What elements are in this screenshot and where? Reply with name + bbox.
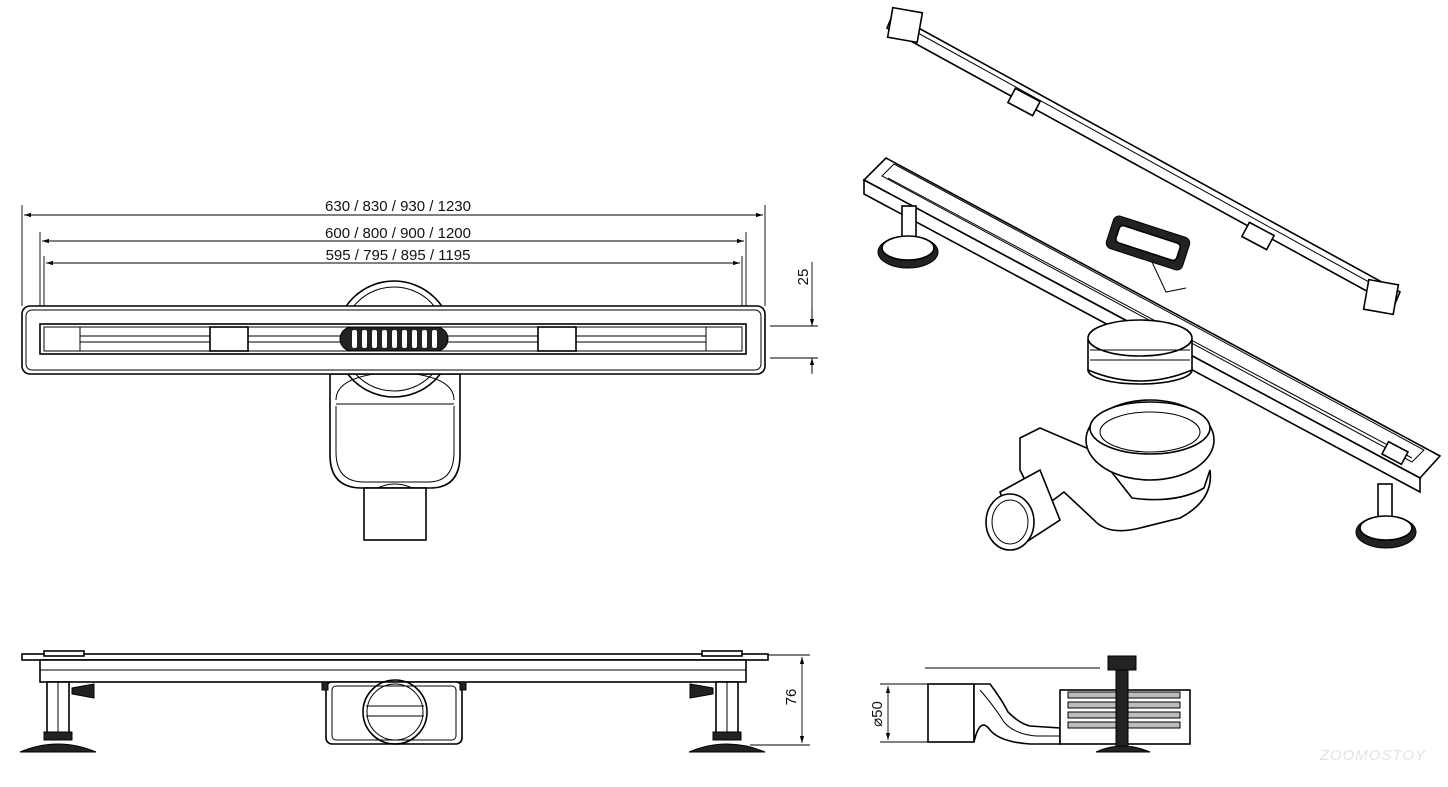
side-view: 76	[19, 650, 810, 753]
grate-length-label: 595 / 795 / 895 / 1195	[326, 247, 471, 264]
dimension-outlet-diameter: ⌀50	[869, 683, 930, 743]
left-foot	[19, 681, 97, 753]
foot-3d-right	[1355, 483, 1417, 549]
dimension-total-height: 76	[750, 654, 810, 746]
outlet-body-3d	[985, 399, 1215, 551]
exploded-3d-view	[862, 6, 1442, 551]
dimension-nominal-length: 600 / 800 / 900 / 1200	[39, 225, 747, 324]
funnel-3d	[1087, 319, 1193, 385]
outlet-section-view: ⌀50	[869, 655, 1191, 753]
top-view: 630 / 830 / 930 / 1230 600 / 800 / 900 /…	[21, 198, 818, 541]
dimension-grate-length: 595 / 795 / 895 / 1195	[43, 247, 743, 324]
dimension-channel-height: 25	[770, 262, 818, 374]
overall-length-label: 630 / 830 / 930 / 1230	[325, 198, 471, 215]
total-height-label: 76	[783, 689, 800, 706]
outlet-diameter-label: ⌀50	[869, 701, 886, 727]
nominal-length-label: 600 / 800 / 900 / 1200	[325, 225, 471, 242]
watermark-text: ZOOMOSTOY	[1319, 747, 1426, 764]
dimension-overall-length: 630 / 830 / 930 / 1230	[21, 198, 766, 306]
grate-bar-3d	[885, 6, 1402, 316]
foot-3d-left	[877, 205, 939, 269]
siphon-insert-3d	[1105, 215, 1191, 293]
channel-height-label: 25	[795, 269, 812, 286]
right-foot	[688, 681, 766, 753]
